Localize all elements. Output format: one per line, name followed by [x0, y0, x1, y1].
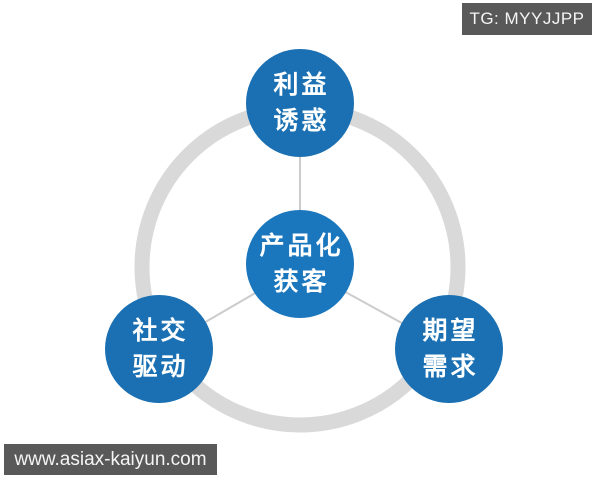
node-label-line: 驱动: [132, 353, 189, 381]
node-expected-demand: 期望 需求: [395, 295, 503, 403]
node-label-line: 需求: [422, 353, 479, 381]
watermark-url-bar: www.asiax-kaiyun.com: [4, 444, 217, 475]
node-label-line: 诱惑: [273, 107, 330, 135]
telegram-handle-text: TG: MYYJJPP: [469, 9, 585, 28]
node-label-line: 期望: [422, 316, 479, 345]
node-label-line: 利益: [273, 70, 330, 99]
telegram-handle-badge: TG: MYYJJPP: [462, 3, 592, 35]
node-productized-acquisition: 产品化 获客: [246, 210, 354, 318]
node-label-line: 社交: [132, 316, 189, 345]
node-social-driven: 社交 驱动: [105, 295, 213, 403]
node-benefit-temptation: 利益 诱惑: [246, 49, 354, 157]
node-label-line: 产品化: [259, 231, 344, 260]
watermark-url-text: www.asiax-kaiyun.com: [14, 448, 207, 470]
node-label-line: 获客: [273, 268, 330, 296]
